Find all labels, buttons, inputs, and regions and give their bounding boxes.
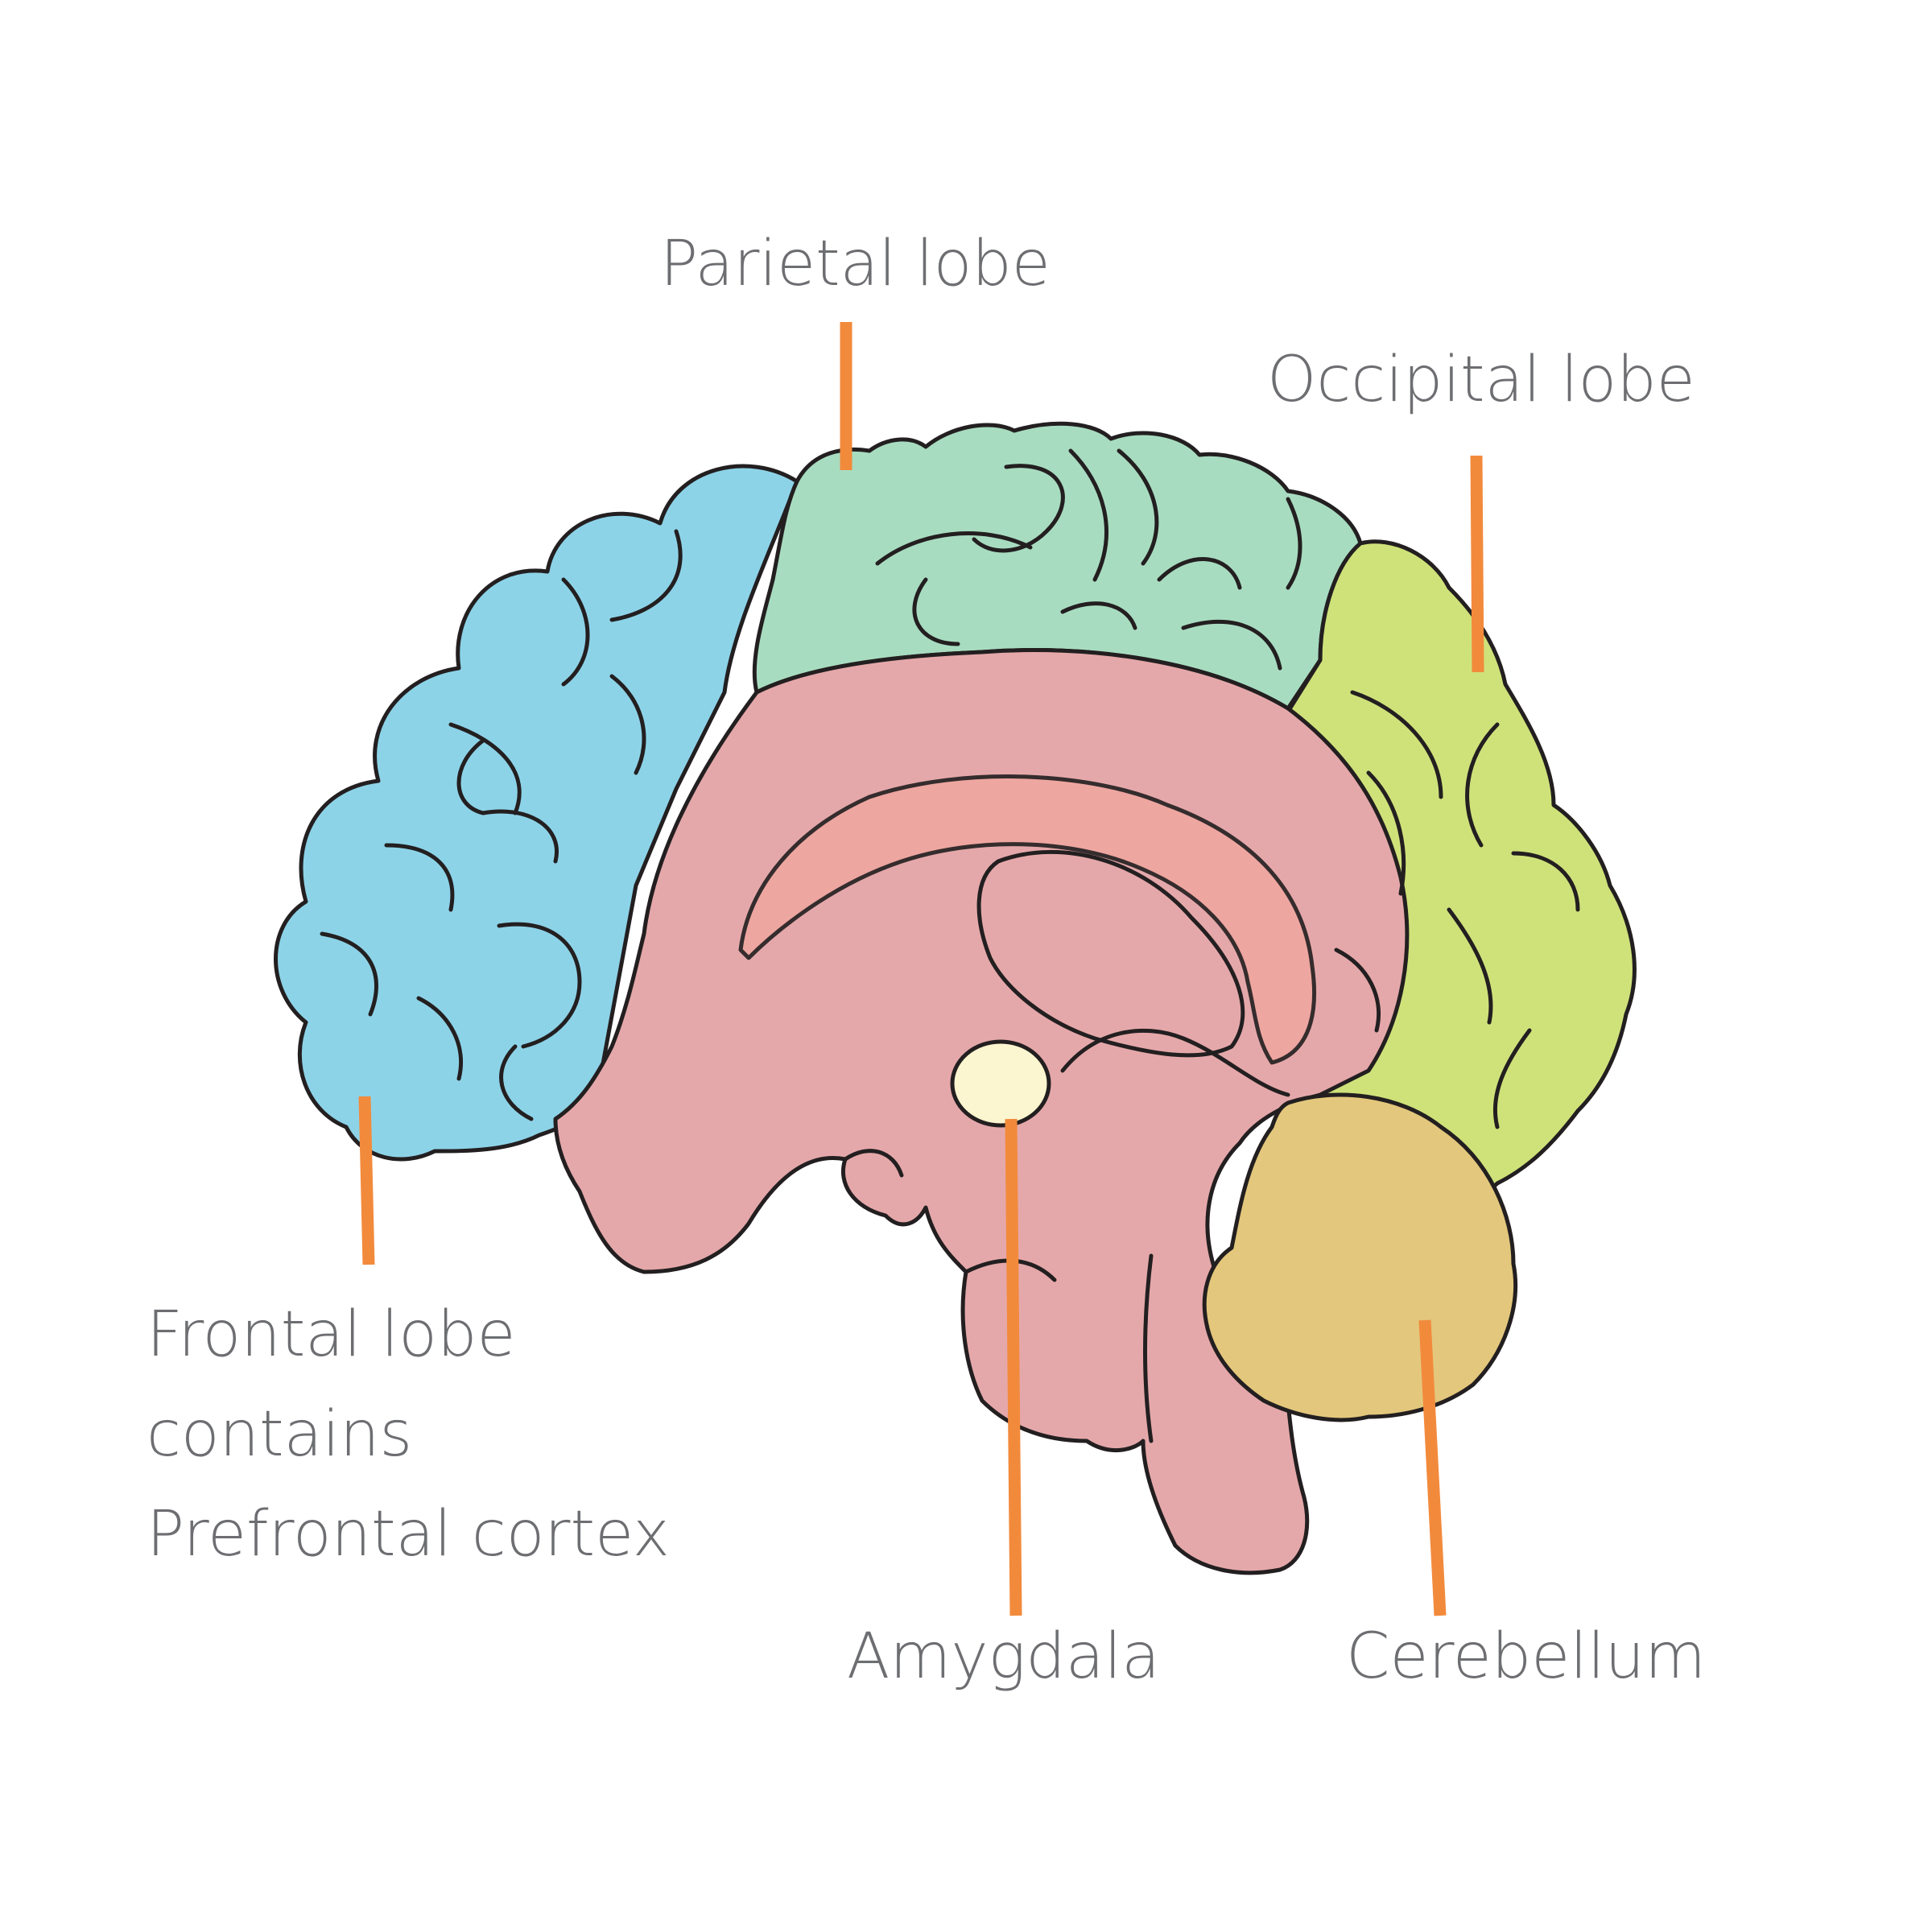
frontal-lobe-label-line-3: Prefrontal cortex — [147, 1498, 670, 1571]
frontal-lobe-label-line-1: Frontal lobe — [147, 1298, 516, 1371]
cerebellum — [1202, 1092, 1517, 1422]
fornix-curve — [1060, 1028, 1290, 1097]
occipital-lobe-label: Occipital lobe — [1267, 344, 1695, 416]
amygdala — [950, 1039, 1051, 1128]
occipital-gyri — [1334, 690, 1580, 1129]
leader-lines — [358, 322, 1484, 1616]
frontal-lobe-label: Frontal lobe contains Prefrontal cortex — [147, 1285, 670, 1584]
corpus-callosum — [738, 774, 1317, 1065]
frontal-lobe-label-line-2: contains — [147, 1398, 413, 1471]
leader-occipital — [1470, 455, 1484, 673]
amygdala-label: Amygdala — [847, 1620, 1161, 1693]
cerebellum-label: Cerebellum — [1346, 1620, 1707, 1693]
thalamus — [976, 850, 1245, 1058]
leader-frontal — [358, 1096, 375, 1265]
parietal-lobe-label: Parietal lobe — [660, 228, 1051, 300]
leader-amygdala — [1005, 1118, 1022, 1616]
parietal-gyri — [875, 448, 1302, 671]
leader-cerebellum — [1418, 1319, 1447, 1616]
frontal-gyri — [320, 529, 683, 1121]
